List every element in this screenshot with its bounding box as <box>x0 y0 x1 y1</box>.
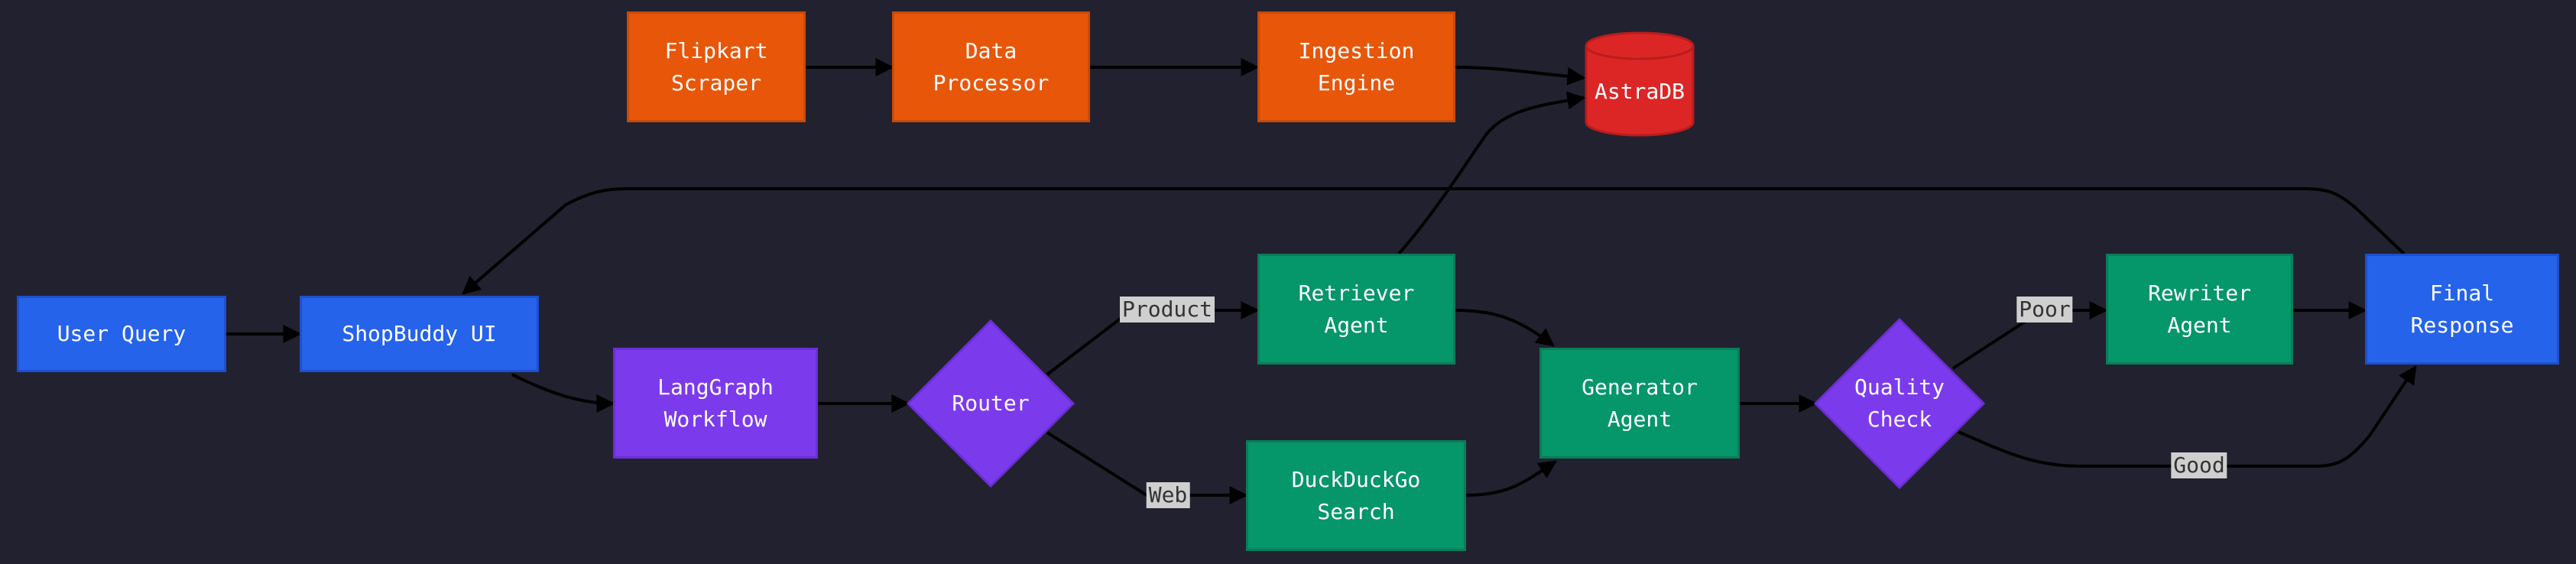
node-user-query[interactable]: User Query <box>17 296 226 372</box>
node-ingestion-engine[interactable]: Ingestion Engine <box>1257 11 1455 122</box>
edge-label-web: Web <box>1146 482 1190 508</box>
edge-quality-final <box>1958 365 2417 468</box>
edge-label-product: Product <box>1119 297 1215 323</box>
edge-final-shopbuddy <box>462 187 2406 295</box>
edge-label-good: Good <box>2171 452 2227 478</box>
node-flipkart-scraper[interactable]: Flipkart Scraper <box>627 11 806 122</box>
node-retriever-agent[interactable]: Retriever Agent <box>1257 254 1455 365</box>
database-cylinder-icon <box>1585 31 1695 137</box>
edge-retriever-astradb <box>1397 91 1586 255</box>
node-rewriter-agent[interactable]: Rewriter Agent <box>2106 254 2293 365</box>
node-shopbuddy-ui[interactable]: ShopBuddy UI <box>300 296 539 372</box>
node-quality-check-label[interactable]: Quality Check <box>1854 374 1945 432</box>
node-langgraph-workflow[interactable]: LangGraph Workflow <box>613 348 818 459</box>
node-final-response[interactable]: Final Response <box>2365 254 2559 365</box>
node-router-label[interactable]: Router <box>952 391 1030 416</box>
edge-duckduckgo-generator <box>1465 460 1558 497</box>
router-diamond-shape <box>906 319 1075 488</box>
edge-retriever-generator <box>1455 309 1555 347</box>
edge-label-poor: Poor <box>2016 297 2073 323</box>
quality-check-diamond-shape <box>1813 317 1986 490</box>
node-duckduckgo-search[interactable]: DuckDuckGo Search <box>1246 440 1466 551</box>
node-astradb[interactable]: AstraDB <box>1594 79 1685 104</box>
node-data-processor[interactable]: Data Processor <box>892 11 1090 122</box>
edge-shopbuddy-langgraph <box>511 373 615 413</box>
node-generator-agent[interactable]: Generator Agent <box>1539 348 1740 459</box>
edge-ingestion-astradb <box>1455 66 1586 86</box>
